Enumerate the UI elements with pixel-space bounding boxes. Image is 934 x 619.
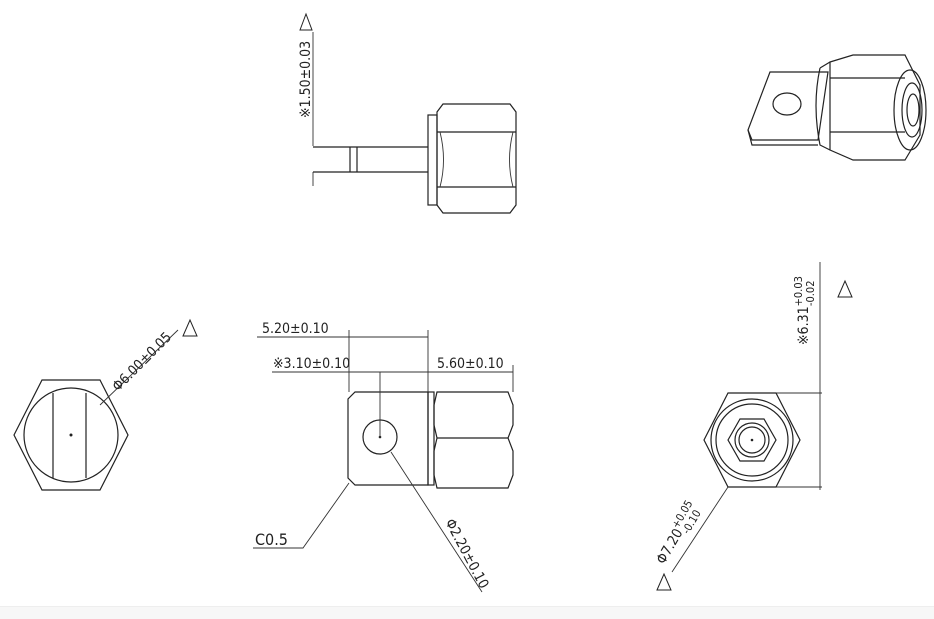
hole-diameter-dimension: Φ2.20±0.10 — [441, 516, 491, 591]
isometric-view — [747, 54, 927, 161]
critical-marker-icon — [182, 318, 198, 337]
hex-diameter-dimension: Φ6.00±0.05 — [110, 329, 175, 394]
nut-length-dimension: 5.60±0.10 — [437, 356, 504, 372]
front-view: 5.20±0.10 ※3.10±0.10 5.60±0.10 C0.5 Φ2.2… — [253, 321, 514, 593]
end-view-right: ※6.31+0.03-0.02 Φ7.20+0.05-0.10 — [654, 262, 853, 591]
critical-marker-icon — [656, 572, 672, 591]
end-view-left: Φ6.00±0.05 — [13, 318, 198, 491]
side-view: ※1.50±0.03 — [298, 12, 517, 214]
chamfer-label: C0.5 — [255, 530, 288, 549]
across-flats-dimension: ※6.31+0.03-0.02 — [792, 276, 817, 345]
tab-length-dimension: 5.20±0.10 — [262, 321, 329, 337]
critical-marker-icon — [299, 12, 313, 31]
thickness-dimension: ※1.50±0.03 — [298, 41, 314, 118]
bottom-strip — [0, 606, 934, 619]
critical-marker-icon — [837, 279, 853, 298]
hole-position-dimension: ※3.10±0.10 — [273, 356, 350, 372]
